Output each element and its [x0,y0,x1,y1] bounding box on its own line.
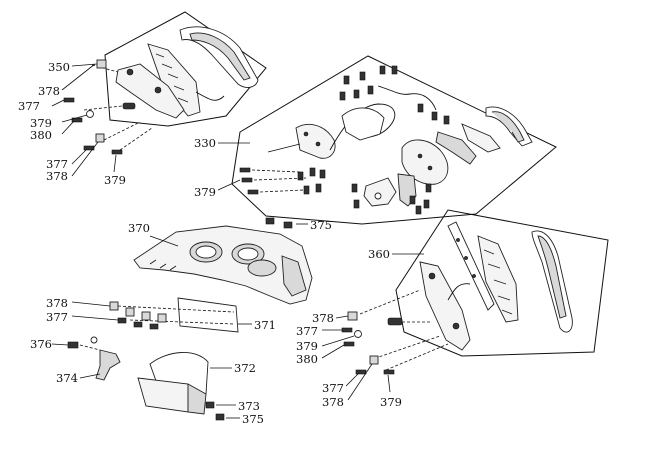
frame-330 [231,55,557,225]
plate-371 [177,297,239,333]
shield-panel-372 [137,377,189,413]
callout-360: 360 [368,247,390,261]
callout-330: 330 [194,136,216,150]
callout-380-360: 380 [296,352,318,366]
light-strip-360 [447,221,495,311]
callout-379-360: 379 [296,339,318,353]
lamp-housing-360 [419,261,471,351]
callout-377-371: 377 [46,310,68,324]
callout-374: 374 [56,371,78,385]
assembly-360: 360 37 [296,209,609,409]
callout-378: 378 [38,84,60,98]
frame-360 [395,209,609,357]
screw-375-top [265,217,275,225]
mount-bracket-330 [363,177,397,207]
callout-378b: 378 [46,169,68,183]
assembly-330: 330 [194,55,557,225]
reflector-360 [477,235,519,323]
callout-377b: 377 [46,157,68,171]
spacer-373 [205,401,215,409]
callout-373: 373 [238,399,260,413]
bulb-socket-350 [122,102,136,110]
callout-379b-360: 379 [380,395,402,409]
callout-378b-360: 378 [322,395,344,409]
circuit-board-330 [341,107,385,141]
bulb-socket-360 [387,317,403,326]
washer-379-a [86,110,94,118]
callout-379-330: 379 [194,185,216,199]
screw-377-a [63,97,75,103]
assembly-370: 370 375 [128,217,332,305]
clip-378-b [95,133,105,143]
bracket-374 [95,349,121,381]
main-frame-370 [133,225,313,305]
callout-376: 376 [30,337,52,351]
lamp-housing-350 [115,63,185,119]
screw-379-b [111,149,123,155]
screw-377-b [83,145,95,151]
callout-379: 379 [30,116,52,130]
callout-370: 370 [128,221,150,235]
lamp-lens-inner-350 [189,32,251,81]
controller-housing-330 [295,124,336,159]
callout-378-360: 378 [312,311,334,325]
assembly-371: 378 377 371 [46,296,276,333]
callout-375-bottom: 375 [242,412,264,426]
callout-371: 371 [254,318,276,332]
frame-350 [104,11,267,127]
bolt-376 [67,341,79,349]
callout-377-360: 377 [296,324,318,338]
callout-379b: 379 [104,173,126,187]
callout-375-top: 375 [310,218,332,232]
assembly-372: 372 373 375 [137,352,264,426]
callout-377b-360: 377 [322,381,344,395]
clip-378-371 [109,301,119,311]
callout-372: 372 [234,361,256,375]
callout-378-371: 378 [46,296,68,310]
callout-380: 380 [30,128,52,142]
screw-375-bottom [215,413,225,421]
fastener-set-330 [239,65,450,215]
callout-350: 350 [48,60,70,74]
assembly-374: 376 374 [30,336,121,385]
assembly-350: 350 378 377 379 380 377 378 379 [18,11,267,187]
clip-378-a [96,59,107,69]
callout-377: 377 [18,99,40,113]
